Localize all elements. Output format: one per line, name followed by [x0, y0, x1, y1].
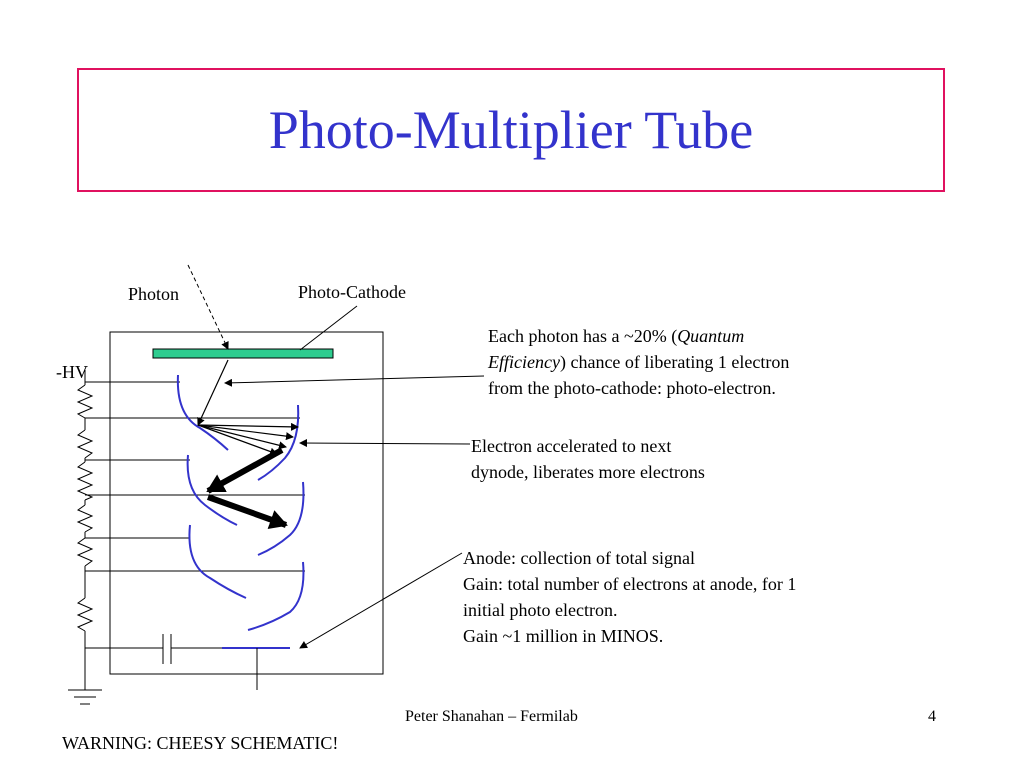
photo-cathode [152, 348, 334, 359]
hv-label: -HV [56, 362, 88, 382]
dynode-3 [186, 454, 238, 526]
photon-label: Photon [128, 284, 180, 304]
photon-path [187, 264, 229, 350]
dynode-6 [247, 561, 305, 631]
electron-fan [197, 422, 299, 456]
dynode-note: Electron accelerated to next dynode, lib… [471, 436, 705, 482]
dynode-2 [257, 404, 300, 481]
dynode-4 [257, 481, 305, 556]
anode-note: Anode: collection of total signal Gain: … [463, 548, 797, 646]
footer-page-number: 4 [928, 708, 936, 725]
dynode-5 [188, 524, 247, 599]
slide-title: Photo-Multiplier Tube [268, 100, 754, 160]
title-box: Photo-Multiplier Tube [77, 68, 945, 192]
tube-outline [109, 331, 384, 675]
quantum-efficiency-note: Each photon has a ~20% (Quantum Efficien… [488, 326, 790, 398]
cathode-pointer [299, 305, 358, 351]
photoelectron-path [197, 359, 229, 426]
cascade-arrows [206, 447, 288, 530]
dynode-1 [176, 374, 229, 451]
photo-cathode-label: Photo-Cathode [298, 282, 406, 302]
dynode-taps [85, 381, 305, 572]
anode-capacitor [85, 634, 225, 664]
footer-author: Peter Shanahan – Fermilab [405, 708, 578, 725]
resistor-chain [68, 370, 102, 705]
footer-warning: WARNING: CHEESY SCHEMATIC! [62, 733, 339, 753]
annotation-pointers [224, 375, 485, 649]
dynodes [176, 374, 305, 649]
